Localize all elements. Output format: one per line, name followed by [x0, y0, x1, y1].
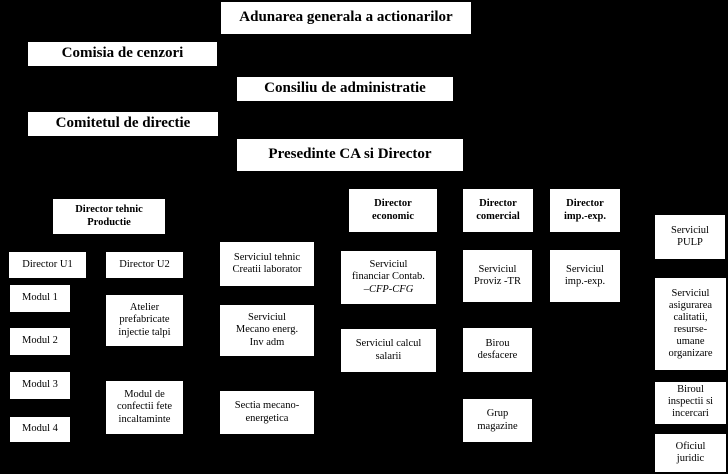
adunarea-generala-box: Adunarea generala a actionarilor	[221, 2, 471, 34]
inspectii-line3: incercari	[672, 408, 709, 420]
financiar-line3: –CFP-CFG	[363, 283, 414, 295]
proviz-line1: Serviciul	[478, 263, 517, 275]
calitate-line4: resurse-	[673, 324, 708, 335]
inspectii-line1: Biroul	[677, 384, 704, 395]
mecano-line3: Inv adm	[249, 336, 285, 348]
financiar-line2: financiar Contab.	[352, 271, 425, 283]
director-u1-label: Director U1	[22, 258, 73, 270]
director-tehnic-line1: Director tehnic	[75, 204, 143, 216]
presedinte-ca-box: Presedinte CA si Director	[237, 139, 463, 171]
modul-4-box: Modul 4	[10, 417, 70, 442]
proviz-line2: Proviz -TR	[474, 276, 521, 287]
director-u1-box: Director U1	[9, 252, 86, 278]
juridic-line1: Oficiul	[675, 440, 706, 452]
director-u2-label: Director U2	[119, 258, 170, 270]
presedinte-ca-label: Presedinte CA si Director	[268, 146, 432, 163]
adunarea-generala-label: Adunarea generala a actionarilor	[239, 9, 453, 26]
magazine-line1: Grup	[486, 408, 509, 420]
pulp-line1: Serviciul	[671, 224, 709, 236]
modul-2-box: Modul 2	[10, 328, 70, 355]
calitate-line2: asigurarea	[668, 299, 713, 311]
impexp-line2: imp.-exp.	[564, 276, 606, 287]
mecano-line2: Mecano energ.	[235, 324, 299, 336]
director-economic-line2: economic	[372, 210, 414, 222]
pulp-line2: PULP	[677, 237, 703, 248]
consiliu-administratie-label: Consiliu de administratie	[264, 80, 426, 97]
modul-1-box: Modul 1	[10, 285, 70, 312]
calitate-line1: Serviciul	[671, 287, 710, 299]
atelier-line2: prefabricate	[119, 314, 170, 326]
director-comercial-line2: comercial	[476, 210, 520, 222]
modul-3-box: Modul 3	[10, 372, 70, 399]
director-impexp-line1: Director	[566, 198, 604, 210]
juridic-line2: juridic	[676, 453, 705, 464]
comisia-cenzori-label: Comisia de cenzori	[61, 45, 184, 62]
salarii-line1: Serviciul calcul	[355, 338, 422, 350]
confectii-line1: Modul de	[124, 389, 165, 401]
confectii-line3: incaltaminte	[118, 413, 171, 425]
calitate-line6: organizare	[668, 348, 713, 360]
modul-2-label: Modul 2	[22, 335, 58, 347]
calitate-line5: umane	[676, 336, 705, 348]
atelier-line1: Atelier	[129, 302, 160, 314]
sectia-line1: Sectia mecano-	[234, 400, 300, 412]
inspectii-line2: inspectii si	[667, 396, 714, 408]
director-tehnic-line2: Productie	[87, 216, 131, 228]
sectia-mecano-energetica-box: Sectia mecano-energetica	[220, 391, 314, 434]
confectii-line2: confectii fete	[116, 401, 173, 413]
director-comercial-line1: Director	[479, 198, 517, 210]
modul-4-label: Modul 4	[22, 423, 58, 435]
magazine-line2: magazine	[477, 420, 518, 432]
comitetul-directie-box: Comitetul de directie	[28, 112, 218, 136]
calitate-line3: calitatii,	[673, 311, 708, 323]
creatii-line2: Creatii laborator	[232, 264, 302, 275]
director-economic-line1: Director	[374, 198, 412, 210]
sectia-line2: energetica	[245, 412, 289, 424]
director-u2-box: Director U2	[106, 252, 183, 278]
comisia-cenzori-box: Comisia de cenzori	[28, 42, 217, 66]
modul-1-label: Modul 1	[22, 292, 58, 304]
consiliu-administratie-box: Consiliu de administratie	[237, 77, 453, 101]
director-impexp-line2: imp.-exp.	[564, 210, 606, 222]
financiar-line1: Serviciul	[369, 259, 408, 271]
salarii-line2: salarii	[375, 350, 402, 362]
desfacere-line2: desfacere	[477, 350, 518, 361]
comitetul-directie-label: Comitetul de directie	[55, 115, 191, 132]
atelier-line3: injectie talpi	[118, 326, 171, 338]
desfacere-line1: Birou	[485, 337, 510, 349]
mecano-line1: Serviciul	[248, 312, 286, 324]
impexp-line1: Serviciul	[566, 263, 604, 275]
creatii-line1: Serviciul tehnic	[233, 251, 301, 263]
modul-3-label: Modul 3	[22, 379, 58, 391]
